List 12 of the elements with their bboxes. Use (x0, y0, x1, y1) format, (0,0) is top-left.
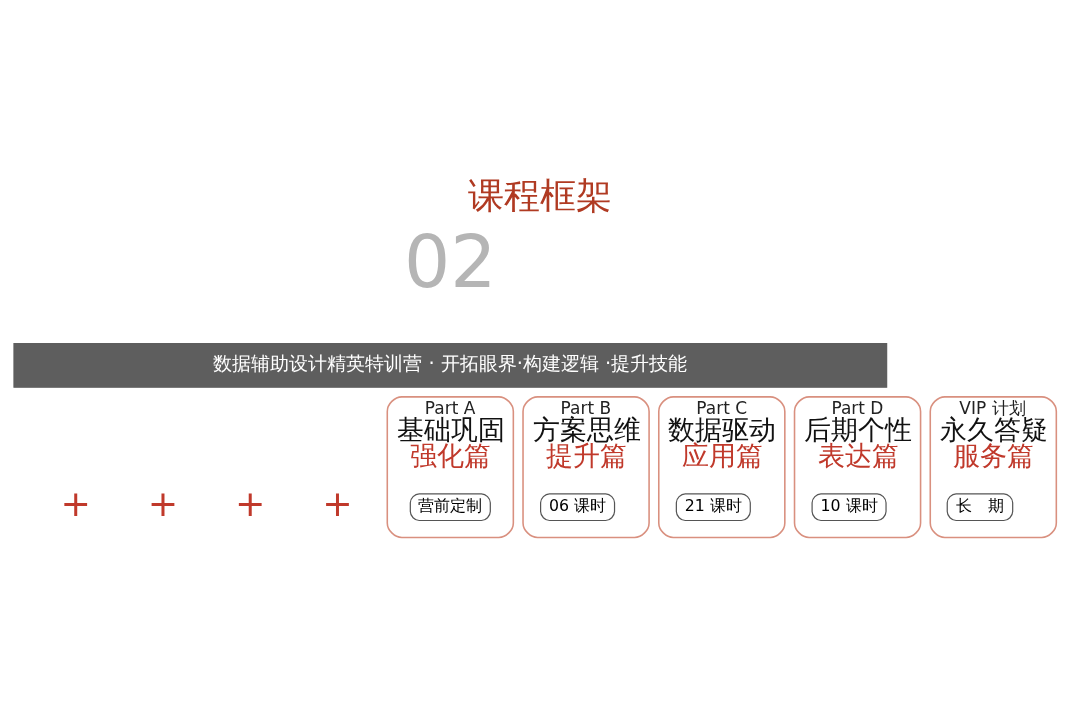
node-box: 10 课时 (811, 492, 887, 521)
label: + (235, 481, 266, 525)
node-box: 数据辅助设计精英特训营 · 开拓眼界·构建逻辑 ·提升技能 (13, 342, 888, 388)
node-box: 营前定制 (409, 492, 491, 521)
label: + (322, 481, 353, 525)
node-box: 06 课时 (540, 492, 616, 521)
node-box: 长 期 (946, 492, 1014, 521)
diagram-title: 课程框架 (468, 173, 612, 217)
label: + (147, 481, 179, 525)
label: + (60, 481, 92, 525)
label: 02 (404, 218, 497, 304)
node-box: 21 课时 (675, 492, 751, 521)
